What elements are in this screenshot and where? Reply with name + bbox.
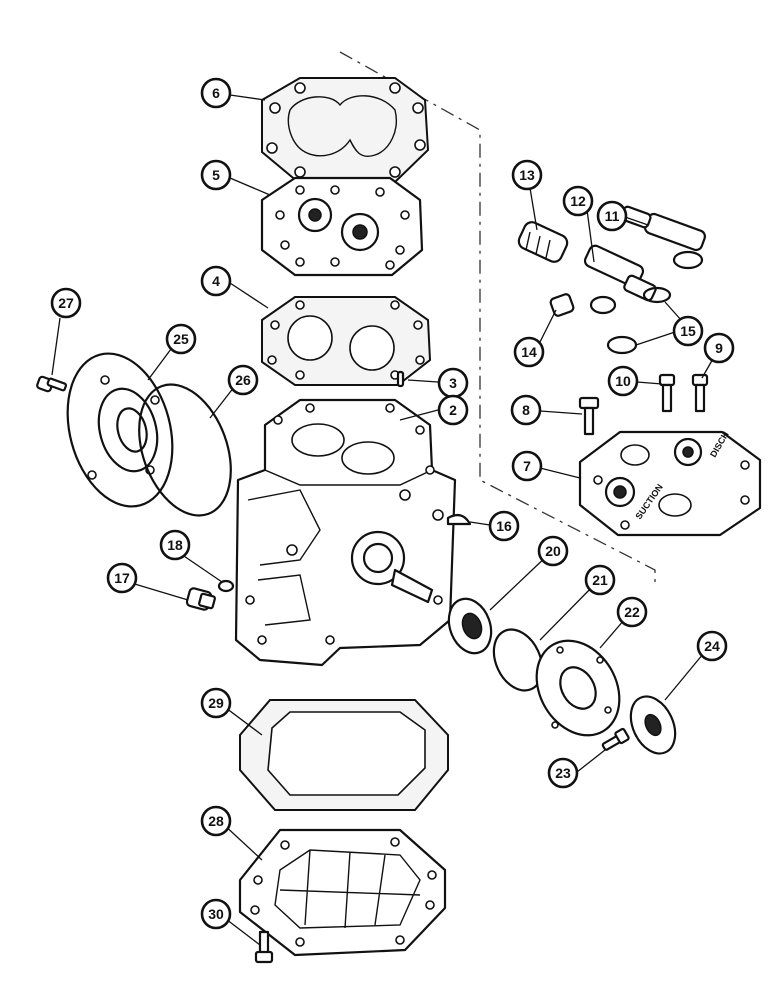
svg-text:8: 8 [522, 402, 530, 418]
bolt-8-part [578, 396, 600, 436]
callout-13: 13 [511, 159, 543, 191]
callout-7: 7 [511, 450, 543, 482]
fitting-13-part [517, 221, 569, 263]
o-ring-15-upper-part [642, 286, 672, 304]
callout-3: 3 [437, 367, 469, 399]
callout-6: 6 [200, 77, 232, 109]
oil-pan-part [238, 828, 447, 957]
washer-24-part [629, 695, 677, 755]
callout-18: 18 [159, 529, 191, 561]
svg-text:24: 24 [704, 638, 720, 654]
callout-29: 29 [200, 687, 232, 719]
callout-16: 16 [488, 510, 520, 542]
dowel-pin-part [396, 370, 405, 388]
plug-part [185, 587, 216, 611]
callout-27: 27 [50, 287, 82, 319]
svg-text:21: 21 [592, 572, 608, 588]
svg-text:22: 22 [624, 604, 640, 620]
o-ring-15-lower-part [606, 335, 638, 355]
o-ring-26-part [138, 383, 232, 517]
svg-text:29: 29 [208, 695, 224, 711]
end-cover-part [66, 352, 174, 508]
callout-25: 25 [165, 323, 197, 355]
callout-26: 26 [227, 364, 259, 396]
svg-text:11: 11 [605, 208, 620, 224]
svg-text:2: 2 [449, 402, 457, 418]
valve-plate-part [260, 176, 424, 277]
svg-text:25: 25 [173, 331, 189, 347]
fitting-11-part [620, 205, 707, 270]
svg-text:16: 16 [496, 518, 512, 534]
svg-text:13: 13 [519, 167, 535, 183]
leader-lines [51, 94, 719, 946]
woodruff-key-part [446, 513, 472, 526]
head-gasket-part [261, 77, 430, 183]
fitting-12-part [583, 244, 657, 315]
svg-text:20: 20 [545, 543, 561, 559]
callout-2: 2 [437, 394, 469, 426]
svg-text:17: 17 [114, 570, 130, 586]
bolt-10-part [658, 373, 676, 413]
cap-nut-part [549, 293, 575, 317]
svg-text:30: 30 [208, 906, 224, 922]
callout-12: 12 [562, 185, 594, 217]
callout-21: 21 [584, 564, 616, 596]
manifold-plate-part: SUCTION DISCH [578, 430, 762, 537]
svg-text:18: 18 [167, 537, 183, 553]
bolt-9-part [691, 373, 709, 413]
callout-4: 4 [200, 265, 232, 297]
svg-text:12: 12 [570, 193, 586, 209]
callout-14: 14 [513, 336, 545, 368]
callout-30: 30 [200, 898, 232, 930]
svg-text:9: 9 [715, 340, 723, 356]
svg-text:27: 27 [58, 295, 74, 311]
callout-24: 24 [696, 630, 728, 662]
svg-text:7: 7 [523, 458, 531, 474]
oil-pan-gasket-part [239, 699, 449, 811]
svg-text:14: 14 [521, 344, 537, 360]
callout-20: 20 [537, 535, 569, 567]
callout-11: 11 [596, 200, 628, 232]
svg-text:26: 26 [235, 372, 251, 388]
callout-22: 22 [616, 596, 648, 628]
svg-text:3: 3 [449, 375, 457, 391]
callout-10: 10 [607, 365, 639, 397]
callout-15: 15 [672, 315, 704, 347]
svg-text:28: 28 [208, 813, 224, 829]
drain-bolt-part [254, 930, 274, 964]
svg-text:23: 23 [555, 765, 571, 781]
compressor-body-part [234, 398, 457, 667]
svg-text:4: 4 [212, 273, 220, 289]
svg-text:10: 10 [615, 373, 631, 389]
callout-8: 8 [510, 394, 542, 426]
valve-plate-gasket-part [261, 296, 432, 386]
callout-9: 9 [703, 332, 735, 364]
svg-text:5: 5 [212, 167, 220, 183]
seal-plate-part [535, 639, 621, 737]
shaft-seal-part [447, 597, 493, 655]
svg-text:6: 6 [212, 85, 220, 101]
callout-5: 5 [200, 159, 232, 191]
callout-17: 17 [106, 562, 138, 594]
o-ring-18-part [217, 579, 235, 593]
svg-text:15: 15 [680, 323, 696, 339]
screw-23-part [601, 727, 630, 751]
callout-23: 23 [547, 757, 579, 789]
callout-28: 28 [200, 805, 232, 837]
screw-27-part [36, 375, 68, 393]
o-ring-21-part [492, 628, 544, 692]
